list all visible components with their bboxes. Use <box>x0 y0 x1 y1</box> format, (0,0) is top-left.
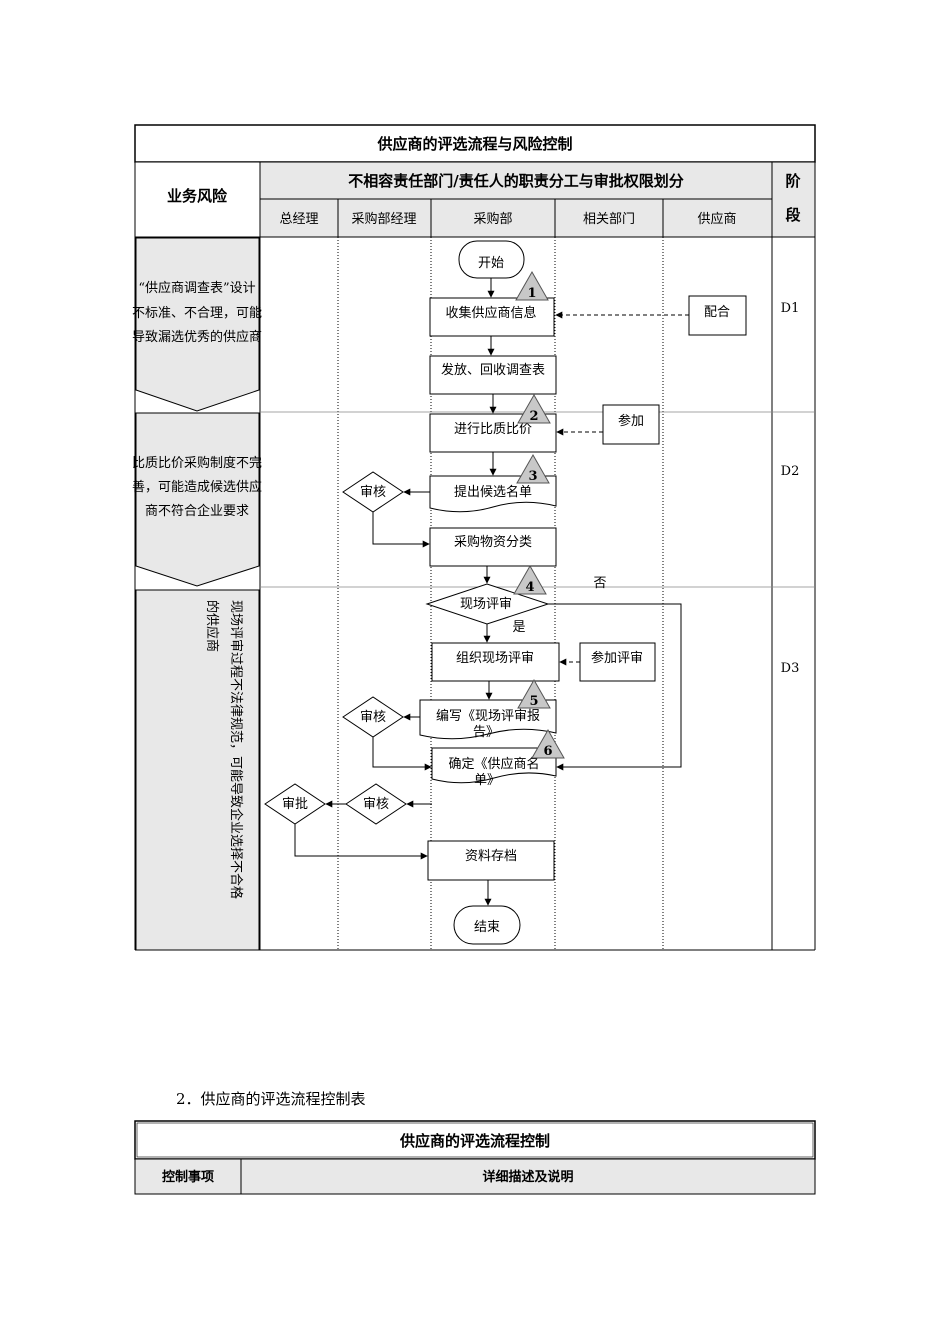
svg-text:提出候选名单: 提出候选名单 <box>454 484 532 500</box>
svg-text:审核: 审核 <box>360 710 386 725</box>
risk-block-3 <box>135 589 260 951</box>
node-distribute <box>429 355 557 395</box>
node-join-review <box>579 642 656 682</box>
role-cell-4 <box>554 198 664 238</box>
node-end <box>453 905 521 945</box>
control-item-header: 控制事项 <box>162 1169 214 1185</box>
node-confirm-list <box>431 747 557 784</box>
stage-header-cell <box>771 161 816 238</box>
svg-text:告》: 告》 <box>473 725 499 740</box>
node-propose-list <box>429 475 557 513</box>
svg-text:配合: 配合 <box>704 305 730 320</box>
duties-header: 不相容责任部门/责任人的职责分工与审批权限划分 <box>348 172 683 190</box>
node-cooperate <box>688 295 747 336</box>
risk-block-2 <box>135 412 260 587</box>
svg-text:采购物资分类: 采购物资分类 <box>454 534 532 550</box>
risk-1-line-1: “供应商调查表”设计 <box>138 280 255 296</box>
svg-text:审核: 审核 <box>360 485 386 500</box>
risk-2-line-2: 善，可能造成候选供应 <box>132 479 262 495</box>
flow-title: 供应商的评选流程与风险控制 <box>376 135 572 153</box>
node-participate <box>602 404 660 445</box>
control-desc-header: 详细描述及说明 <box>482 1169 573 1185</box>
duties-header-cell <box>259 161 773 200</box>
risk-header-cell <box>134 161 261 238</box>
svg-text:参加: 参加 <box>618 413 644 429</box>
svg-text:审核: 审核 <box>363 797 389 812</box>
svg-text:4: 4 <box>525 580 534 595</box>
risk-marker-2: 2 <box>517 393 551 424</box>
role-purchasing-manager: 采购部经理 <box>351 211 416 227</box>
risk-marker-5: 5 <box>517 678 551 709</box>
risk-2-line-1: 比质比价采购制度不完 <box>132 455 262 471</box>
risk-1-line-3: 导致漏选优秀的供应商 <box>132 329 262 345</box>
role-cell-1 <box>259 198 339 238</box>
stage-d2: D2 <box>781 464 800 479</box>
risk-1-line-2: 不标准、不合理，可能 <box>132 306 262 321</box>
svg-text:资料存档: 资料存档 <box>465 849 517 864</box>
svg-text:组织现场评审: 组织现场评审 <box>456 651 534 666</box>
svg-text:2: 2 <box>529 409 538 424</box>
risk-header: 业务风险 <box>167 187 228 205</box>
svg-text:编写《现场评审报: 编写《现场评审报 <box>436 709 540 724</box>
node-approve <box>264 783 326 825</box>
svg-text:5: 5 <box>529 694 538 709</box>
flowchart-table: 供应商的评选流程与风险控制 业务风险 不相容责任部门/责任人的职责分工与审批权限… <box>132 124 816 951</box>
risk-2-line-3: 商不符合企业要求 <box>145 503 249 519</box>
stage-header-top: 阶 <box>785 172 801 190</box>
svg-text:确定《供应商名: 确定《供应商名 <box>448 756 539 772</box>
svg-text:发放、回收调查表: 发放、回收调查表 <box>441 362 545 378</box>
svg-text:结束: 结束 <box>474 920 500 935</box>
risk-3-line-1: 现场评审过程不法律规范，可能导致企业选择不合格 <box>228 600 244 899</box>
risk-marker-4: 4 <box>513 564 547 595</box>
role-supplier: 供应商 <box>697 211 736 227</box>
svg-text:3: 3 <box>528 469 537 484</box>
node-collect-info <box>429 297 555 337</box>
svg-text:1: 1 <box>527 286 536 301</box>
title-cell <box>134 124 816 163</box>
role-cell-5 <box>662 198 773 238</box>
role-cell-3 <box>430 198 556 238</box>
node-review-a <box>342 471 404 513</box>
node-organize-review <box>431 642 560 682</box>
svg-text:收集供应商信息: 收集供应商信息 <box>445 305 536 321</box>
node-review-c <box>345 783 407 825</box>
risk-marker-1: 1 <box>515 270 549 301</box>
role-purchasing-dept: 采购部 <box>473 211 512 227</box>
svg-text:单》: 单》 <box>474 773 500 788</box>
svg-text:审批: 审批 <box>282 797 308 812</box>
control-table-title: 供应商的评选流程控制 <box>399 1132 550 1150</box>
risk-block-1 <box>135 237 260 412</box>
risk-marker-3: 3 <box>516 453 550 484</box>
svg-text:进行比质比价: 进行比质比价 <box>454 422 532 437</box>
svg-text:开始: 开始 <box>478 256 504 271</box>
stage-header-bottom: 段 <box>785 206 800 224</box>
node-archive <box>427 840 555 881</box>
risk-marker-6: 6 <box>531 728 565 759</box>
section-heading: 2．供应商的评选流程控制表 <box>176 1090 366 1108</box>
stage-d3: D3 <box>781 661 800 676</box>
control-table: 供应商的评选流程控制 控制事项 详细描述及说明 <box>134 1120 816 1195</box>
label-yes: 是 <box>512 620 525 635</box>
stage-d1: D1 <box>781 301 800 316</box>
svg-text:现场评审: 现场评审 <box>460 597 512 612</box>
node-review-b <box>342 696 404 738</box>
svg-text:参加评审: 参加评审 <box>591 650 643 666</box>
risk-3-line-2: 的供应商 <box>204 600 220 652</box>
svg-text:6: 6 <box>543 744 552 759</box>
label-no: 否 <box>593 576 606 591</box>
role-cell-2 <box>337 198 432 238</box>
role-general-manager: 总经理 <box>279 212 318 227</box>
role-related-dept: 相关部门 <box>583 212 635 227</box>
node-classify <box>429 527 557 567</box>
